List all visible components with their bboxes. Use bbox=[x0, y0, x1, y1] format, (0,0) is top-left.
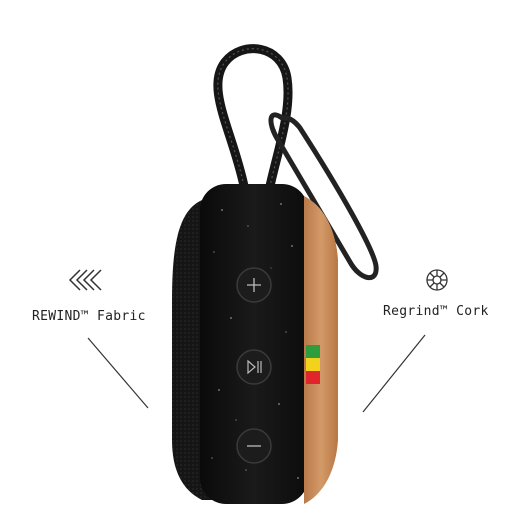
cork-face bbox=[304, 196, 338, 504]
fabric-label: REWIND™ Fabric bbox=[32, 309, 146, 324]
fabric-callout-line bbox=[87, 337, 149, 409]
cork-circle-icon bbox=[426, 269, 448, 291]
cork-label: Regrind™ Cork bbox=[383, 304, 489, 319]
play-pause-button[interactable] bbox=[236, 349, 272, 385]
play-pause-icon bbox=[247, 359, 262, 375]
rewind-chevrons-icon bbox=[68, 269, 102, 291]
carabiner bbox=[268, 112, 379, 280]
plus-icon bbox=[247, 278, 261, 292]
volume-down-button[interactable] bbox=[236, 428, 272, 464]
flag-stripe-green bbox=[306, 345, 320, 358]
cork-callout-line bbox=[362, 334, 426, 413]
flag-stripe-red bbox=[306, 371, 320, 384]
speaker-body bbox=[200, 184, 308, 504]
speckle-texture bbox=[211, 203, 299, 479]
flag-stripe-yellow bbox=[306, 358, 320, 371]
volume-up-button[interactable] bbox=[236, 267, 272, 303]
